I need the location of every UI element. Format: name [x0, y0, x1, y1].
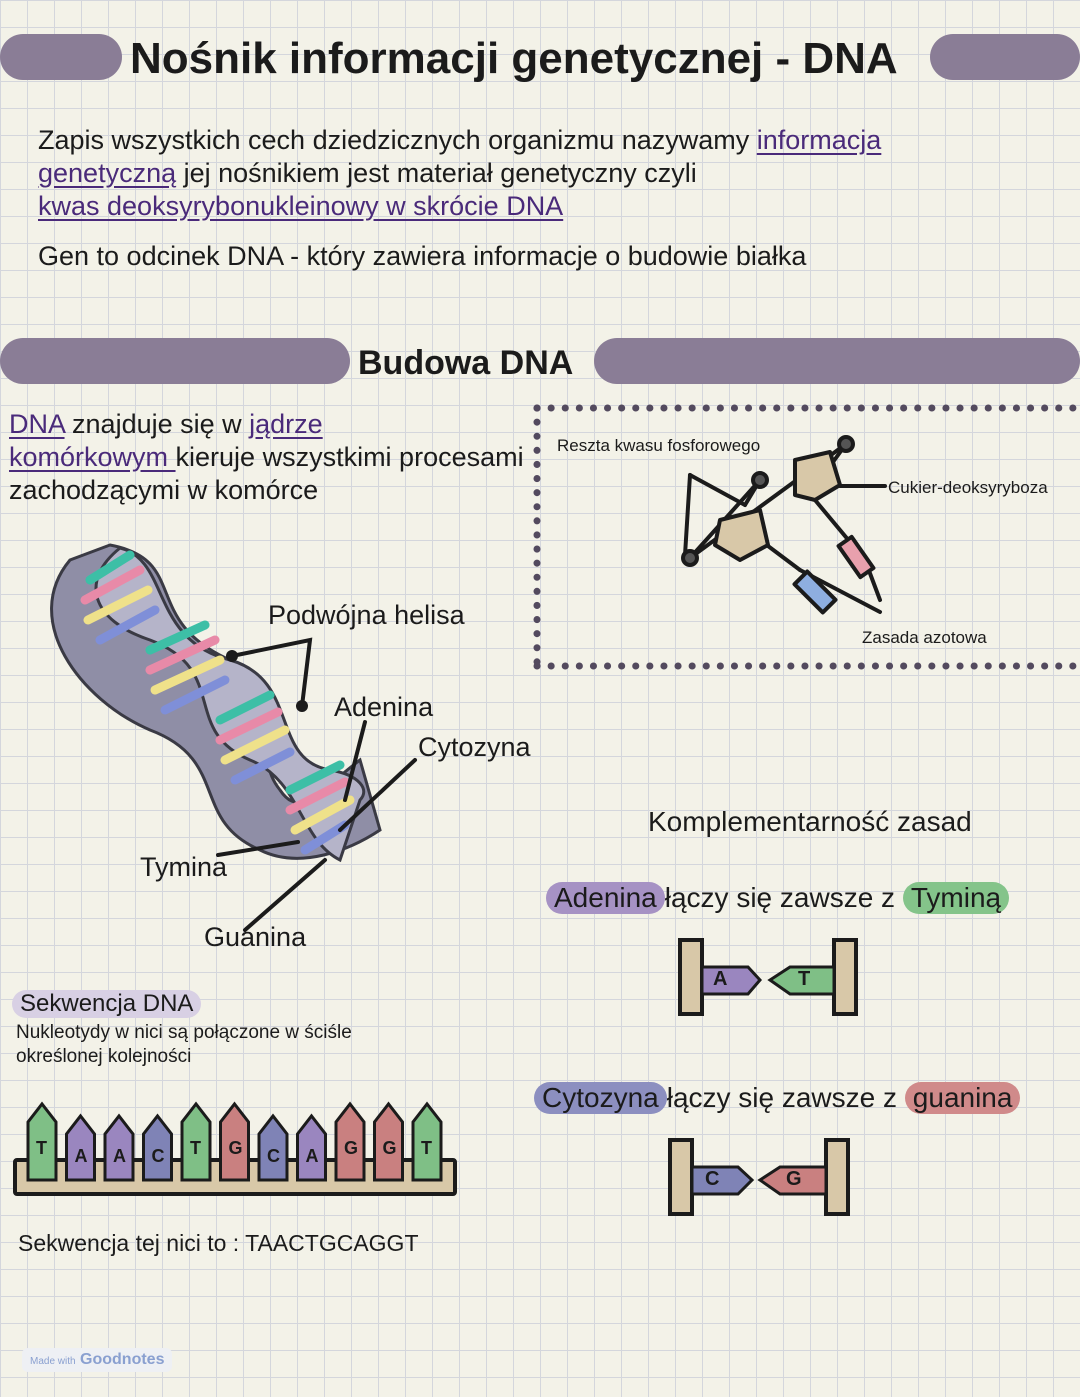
sequence-strand [13, 1101, 457, 1196]
sequence-nucleotide-7 [257, 1113, 289, 1182]
label-adenine: Adenina [334, 692, 434, 722]
double-helix [50, 543, 417, 932]
sequence-base-label-6: G [228, 1138, 243, 1158]
footer-badge[interactable]: Made with Goodnotes [22, 1348, 173, 1372]
gene-definition: Gen to odcinek DNA - który zawiera infor… [38, 241, 807, 271]
intro-text-2: jej nośnikiem jest materiał genetyczny c… [176, 158, 697, 188]
title-bar-right [930, 34, 1080, 80]
label-sugar: Cukier-deoksyryboza [888, 478, 1048, 497]
label-base: Zasada azotowa [862, 628, 987, 647]
nucleotide-frame [533, 404, 1080, 670]
sugar-pentagon-2 [713, 508, 770, 562]
sequence-nucleotide-6 [219, 1101, 250, 1182]
sequence-description: Nukleotydy w nici są połączone w ściśle … [16, 1022, 352, 1067]
sequence-nucleotide-8 [296, 1113, 327, 1182]
term-genetic-link[interactable]: genetyczną [38, 158, 177, 188]
pair1-middle: łączy się zawsze z [664, 882, 896, 913]
sequence-nucleotide-1 [26, 1101, 58, 1182]
location-text-2: kieruje wszystkimi procesami zachodzącym… [9, 442, 524, 505]
section-bar-left [0, 338, 350, 384]
sequence-base-label-9: G [344, 1138, 359, 1158]
label-phosphate: Reszta kwasu fosforowego [557, 436, 761, 455]
footer-brand: Goodnotes [80, 1351, 165, 1368]
sequence-nucleotide-3 [103, 1113, 135, 1182]
intro-text-1: Zapis wszystkich cech dziedzicznych orga… [38, 125, 757, 155]
sequence-base-label-1: T [36, 1138, 47, 1158]
pair1-right: Tyminą [902, 882, 1010, 914]
label-double-helix: Podwójna helisa [268, 600, 465, 630]
sequence-nucleotide-5 [180, 1101, 212, 1182]
pair-connector-1 [678, 938, 858, 1016]
sequence-base-label-7: C [267, 1146, 280, 1166]
sequence-nucleotide-4 [142, 1113, 173, 1182]
sequence-result: Sekwencja tej nici to : TAACTGCAGGT [18, 1230, 419, 1256]
location-text-1: znajduje się w [64, 409, 250, 439]
base-blue [792, 569, 838, 615]
complementarity-title: Komplementarność zasad [648, 806, 972, 837]
page-title: Nośnik informacji genetycznej - DNA [130, 34, 898, 83]
title-bar-left [0, 34, 122, 80]
sugar-pentagon [793, 450, 842, 502]
intro-paragraph: Zapis wszystkich cech dziedzicznych orga… [38, 124, 1038, 223]
sequence-nucleotide-2 [65, 1113, 96, 1182]
nucleus-link[interactable]: jądrze [249, 409, 323, 439]
pair2-right: guanina [904, 1082, 1021, 1114]
location-paragraph: DNA znajduje się w jądrze komórkowym kie… [9, 408, 529, 507]
sequence-base-label-8: A [305, 1146, 319, 1166]
nucleotide-diagram [681, 435, 887, 615]
sequence-nucleotide-9 [334, 1101, 366, 1182]
sequence-base-label-5: T [190, 1138, 201, 1158]
term-information-link[interactable]: informacja [756, 125, 882, 155]
footer-made-with: Made with [30, 1356, 76, 1367]
sequence-nucleotide-10 [373, 1101, 404, 1182]
pair2-base-b: G [786, 1168, 802, 1190]
sequence-base-label-11: T [421, 1138, 432, 1158]
pair2-left: Cytozyna [534, 1082, 667, 1114]
sequence-base-label-2: A [74, 1146, 88, 1166]
pair-connector-2 [668, 1138, 850, 1216]
section-title: Budowa DNA [358, 344, 574, 382]
dna-link[interactable]: DNA [9, 409, 65, 439]
sequence-base-label-10: G [382, 1138, 397, 1158]
sequence-title-pill: Sekwencja DNA [12, 990, 202, 1018]
pair1-base-b: T [798, 968, 811, 990]
sequence-nucleotide-11 [411, 1101, 443, 1182]
sequence-title: Sekwencja DNA [12, 990, 202, 1018]
base-pink [836, 534, 876, 580]
sequence-base-label-4: C [151, 1146, 165, 1166]
label-guanine: Guanina [204, 922, 307, 952]
pair2-base-a: C [705, 1168, 720, 1190]
pair1-left: Adenina [546, 882, 665, 914]
pair1-base-a: A [713, 968, 728, 990]
label-thymine: Tymina [140, 852, 228, 882]
label-cytosine: Cytozyna [418, 732, 531, 762]
sequence-base-label-3: A [113, 1146, 126, 1166]
pair2-middle: łączy się zawsze z [666, 1082, 898, 1113]
term-dna-link[interactable]: kwas deoksyrybonukleinowy w skrócie DNA [38, 191, 564, 221]
section-bar-right [594, 338, 1080, 384]
cellular-link[interactable]: komórkowym [9, 442, 176, 472]
